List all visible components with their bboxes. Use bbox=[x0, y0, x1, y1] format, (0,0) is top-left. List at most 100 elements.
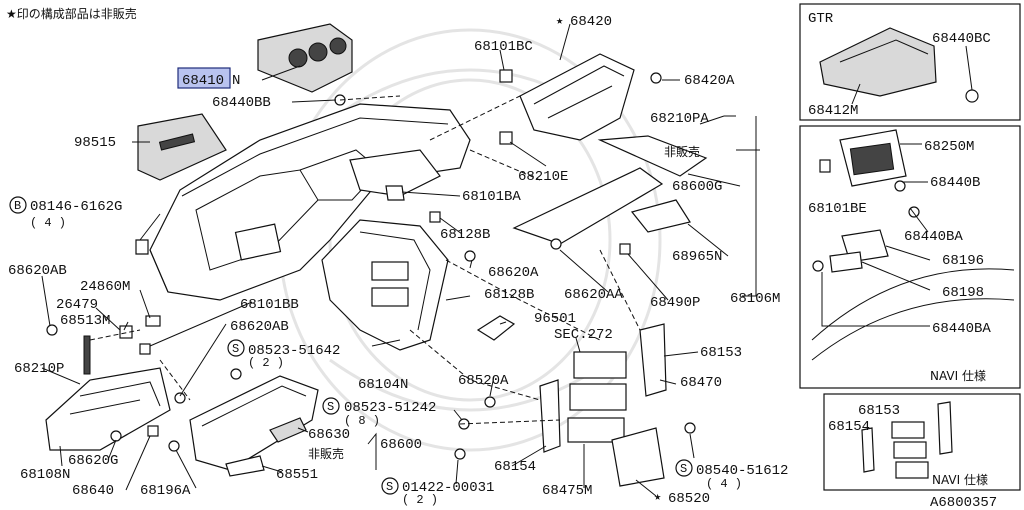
s-mark-circle-2 bbox=[322, 397, 340, 415]
label-68620A[interactable]: 68620A bbox=[488, 265, 539, 281]
gtr-hood-part bbox=[819, 27, 937, 97]
label-68520A[interactable]: 68520A bbox=[458, 373, 509, 389]
label-08146-qty: ( 4 ) bbox=[30, 216, 66, 230]
label-08540[interactable]: 08540-51612 bbox=[696, 463, 788, 479]
label-68440B[interactable]: 68440B bbox=[930, 175, 980, 191]
label-68965N[interactable]: 68965N bbox=[672, 249, 722, 265]
label-68620G[interactable]: 68620G bbox=[68, 453, 118, 469]
label-68153-main[interactable]: 68153 bbox=[700, 345, 742, 361]
clip-68490P bbox=[619, 243, 631, 255]
label-08523-51642[interactable]: 08523-51642 bbox=[248, 343, 340, 359]
label-26479[interactable]: 26479 bbox=[56, 297, 98, 313]
screw-68420A bbox=[650, 72, 662, 84]
meter-hood-part bbox=[257, 23, 353, 93]
label-68620AB-mid[interactable]: 68620AB bbox=[230, 319, 289, 335]
gtr-leaders bbox=[851, 45, 973, 105]
label-68440BC[interactable]: 68440BC bbox=[932, 31, 991, 47]
label-68470[interactable]: 68470 bbox=[680, 375, 722, 391]
navi2-unit-a bbox=[891, 421, 925, 439]
label-hanbai-cluster: 非販売 bbox=[664, 144, 700, 159]
star-68520: ★ bbox=[654, 490, 661, 504]
part-24860M bbox=[145, 315, 161, 327]
label-68620AA[interactable]: 68620AA bbox=[564, 287, 623, 303]
glove-box-part bbox=[189, 375, 319, 471]
s-mark-circle-3 bbox=[381, 477, 399, 495]
navi-panel-2 bbox=[823, 393, 1021, 491]
gtr-hood-line bbox=[839, 39, 929, 63]
label-68513M[interactable]: 68513M bbox=[60, 313, 110, 329]
label-68551[interactable]: 68551 bbox=[276, 467, 318, 483]
label-68101BB[interactable]: 68101BB bbox=[240, 297, 299, 313]
label-68210PA[interactable]: 68210PA bbox=[650, 111, 709, 127]
label-68412M[interactable]: 68412M bbox=[808, 103, 858, 119]
s-mark-circle-4 bbox=[675, 459, 693, 477]
label-68198[interactable]: 68198 bbox=[942, 285, 984, 301]
bolt-08146 bbox=[135, 239, 149, 255]
figure-code: A6800357 bbox=[930, 495, 997, 510]
label-68101BA[interactable]: 68101BA bbox=[462, 189, 521, 205]
s-mark-circle-1 bbox=[227, 339, 245, 357]
label-68104N[interactable]: 68104N bbox=[358, 377, 408, 393]
label-08146[interactable]: 08146-6162G bbox=[30, 199, 122, 215]
label-68210P[interactable]: 68210P bbox=[14, 361, 64, 377]
clip-68101BA bbox=[385, 185, 405, 201]
label-68196A[interactable]: 68196A bbox=[140, 483, 191, 499]
label-68490P[interactable]: 68490P bbox=[650, 295, 700, 311]
label-68101BE[interactable]: 68101BE bbox=[808, 201, 867, 217]
label-68101BC[interactable]: 68101BC bbox=[474, 39, 533, 55]
s-mark-3: S bbox=[386, 480, 393, 494]
label-68600G[interactable]: 68600G bbox=[672, 179, 722, 195]
label-68154-navi[interactable]: 68154 bbox=[828, 419, 870, 435]
label-98515[interactable]: 98515 bbox=[74, 135, 116, 151]
center-bracket-part bbox=[349, 149, 441, 197]
clip-68128B-upper bbox=[429, 211, 441, 223]
audio-units-part bbox=[567, 351, 627, 443]
s-mark-4: S bbox=[680, 462, 687, 476]
label-68640[interactable]: 68640 bbox=[72, 483, 114, 499]
label-68128B-low[interactable]: 68128B bbox=[484, 287, 534, 303]
label-68154-main[interactable]: 68154 bbox=[494, 459, 536, 475]
label-68420A[interactable]: 68420A bbox=[684, 73, 735, 89]
label-68440BA-low[interactable]: 68440BA bbox=[932, 321, 991, 337]
label-68106M[interactable]: 68106M bbox=[730, 291, 780, 307]
label-68410[interactable]: 68410 bbox=[182, 73, 224, 89]
b-mark: B bbox=[14, 199, 21, 213]
bracket-68154-main bbox=[539, 379, 561, 453]
label-68108N[interactable]: 68108N bbox=[20, 467, 70, 483]
navi2-bracket-68153 bbox=[937, 401, 953, 455]
label-08523-51242[interactable]: 08523-51242 bbox=[344, 400, 436, 416]
label-68440BA-up[interactable]: 68440BA bbox=[904, 229, 963, 245]
clip-68620AB-top bbox=[46, 324, 58, 336]
navi-panel bbox=[799, 125, 1021, 389]
navi-dash-outline bbox=[811, 268, 1015, 361]
navi2-unit-b bbox=[893, 441, 927, 459]
navi-spec-label-2: NAVI 仕様 bbox=[932, 473, 988, 487]
label-68475M[interactable]: 68475M bbox=[542, 483, 592, 499]
header-note: ★印の構成部品は非販売 bbox=[6, 6, 137, 21]
label-sec272[interactable]: SEC.272 bbox=[554, 327, 613, 343]
gtr-title: GTR bbox=[808, 11, 834, 27]
label-96501[interactable]: 96501 bbox=[534, 311, 576, 327]
label-68153-navi[interactable]: 68153 bbox=[858, 403, 900, 419]
label-01422[interactable]: 01422-00031 bbox=[402, 480, 494, 496]
cluster-lid-lower bbox=[512, 167, 664, 245]
label-68128B-up[interactable]: 68128B bbox=[440, 227, 490, 243]
label-68420[interactable]: 68420 bbox=[570, 14, 612, 30]
label-68250M[interactable]: 68250M bbox=[924, 139, 974, 155]
gtr-screw bbox=[965, 89, 979, 103]
label-68600[interactable]: 68600 bbox=[380, 437, 422, 453]
cluster-lid-upper bbox=[597, 135, 708, 177]
label-68196[interactable]: 68196 bbox=[942, 253, 984, 269]
label-24860M[interactable]: 24860M bbox=[80, 279, 130, 295]
label-68620AB-top[interactable]: 68620AB bbox=[8, 263, 67, 279]
label-68210E[interactable]: 68210E bbox=[518, 169, 568, 185]
screw-08523-51642 bbox=[230, 368, 242, 380]
label-68520[interactable]: 68520 bbox=[668, 491, 710, 507]
guide-lines bbox=[89, 95, 641, 425]
clip-68101BB bbox=[139, 343, 151, 355]
navi-bracket-68198 bbox=[829, 251, 863, 273]
label-68440BB[interactable]: 68440BB bbox=[212, 95, 271, 111]
clip-68640 bbox=[147, 425, 159, 437]
label-68630[interactable]: 68630 bbox=[308, 427, 350, 443]
screw-08540 bbox=[684, 422, 696, 434]
